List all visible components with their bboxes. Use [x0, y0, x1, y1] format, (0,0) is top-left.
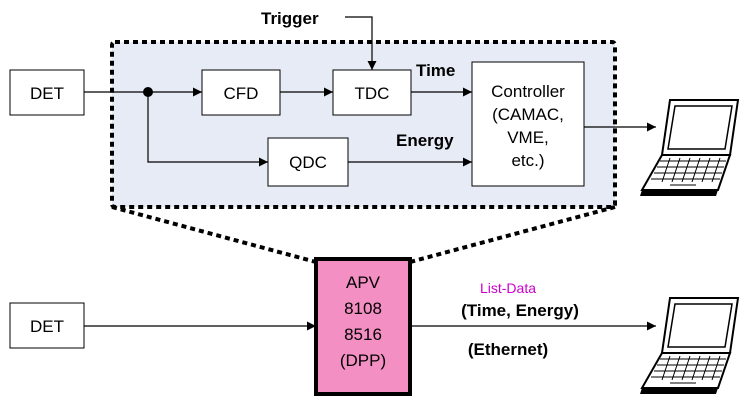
- qdc-label: QDC: [289, 153, 327, 172]
- controller-label-3: VME,: [507, 128, 549, 147]
- tdc-label: TDC: [355, 84, 390, 103]
- tdc-box: TDC: [332, 69, 412, 116]
- det-box-top: DET: [9, 69, 85, 116]
- zoom-line-left: [111, 205, 317, 264]
- energy-label: Energy: [396, 131, 454, 150]
- controller-label-1: Controller: [491, 82, 565, 101]
- det-box-bottom: DET: [9, 302, 85, 349]
- cfd-label: CFD: [224, 84, 259, 103]
- controller-label-4: etc.): [511, 151, 544, 170]
- qdc-box: QDC: [267, 137, 349, 187]
- cfd-box: CFD: [201, 69, 281, 116]
- det-label: DET: [30, 317, 64, 336]
- list-data-label: List-Data: [480, 280, 536, 296]
- laptop-icon: [640, 297, 740, 394]
- det-label: DET: [30, 84, 64, 103]
- apv-label-3: 8516: [344, 325, 382, 344]
- time-energy-label: (Time, Energy): [461, 301, 579, 320]
- controller-box: Controller (CAMAC, VME, etc.): [471, 61, 585, 187]
- node-to-qdc-arrow: [147, 92, 268, 167]
- ethernet-label: (Ethernet): [468, 340, 548, 359]
- apv-label-2: 8108: [344, 299, 382, 318]
- laptop-icon: [640, 99, 740, 196]
- apv-box: APV 8108 8516 (DPP): [314, 257, 412, 396]
- apv-label-1: APV: [346, 273, 381, 292]
- time-label: Time: [416, 61, 455, 80]
- zoom-line-right: [409, 205, 616, 264]
- trigger-arrow: [345, 16, 377, 70]
- trigger-label: Trigger: [261, 9, 319, 28]
- apv-label-4: (DPP): [340, 351, 386, 370]
- controller-label-2: (CAMAC,: [492, 105, 564, 124]
